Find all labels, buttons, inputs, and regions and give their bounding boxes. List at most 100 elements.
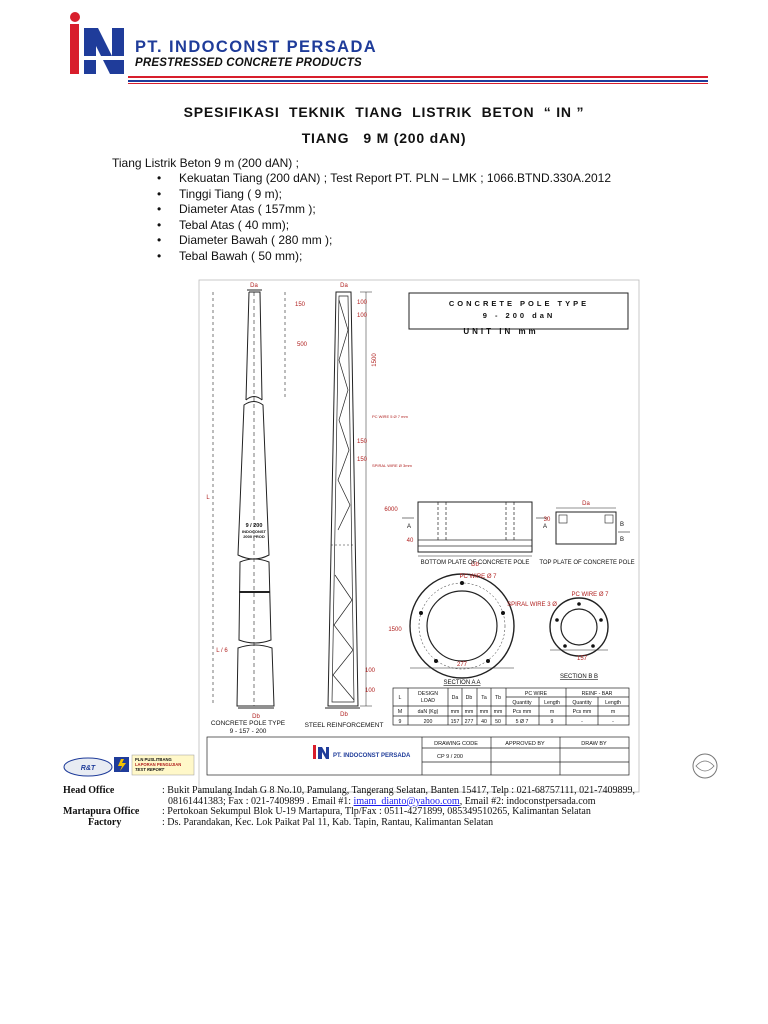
table-sub-len1: Length [544,700,560,706]
spiral-wire-note: SPIRAL WIRE Ø 3mm [372,463,413,468]
pole-elevation [212,289,286,709]
logo-bar-red [70,24,79,74]
title-block-logo-bar [313,745,316,759]
type-box-type: 9 - 200 daN [483,311,556,320]
steel-reinforcement [325,291,372,709]
table-h-l: L [399,695,402,701]
company-logo [70,12,124,74]
iso-seal [692,753,718,779]
document-subtitle: TIANG 9 M (200 dAN) [301,130,467,146]
table-h-reinf: REINF - BAR [582,691,613,697]
section-aa-outer [409,573,515,679]
type-box-unit: UNIT IN mm [463,327,538,336]
reinforcement-dim-1500b: 1500 [388,627,402,633]
table-h-db: Db [466,695,473,701]
report-box-line2: LAPORAN PENGUJIAN [135,762,181,767]
table-sub-qty2: Quantity [572,700,592,706]
spec-table-frame [392,687,630,726]
section-aa-wires [419,581,505,663]
reinforcement-dim-1500a: 1500 [372,353,378,367]
section-bb-dim-label: 157 [577,656,588,662]
table-unit-db: mm [465,709,474,715]
pole-middle-segment [237,401,270,560]
test-report-badge: R&T [63,754,195,777]
top-plate-bolt-left [558,514,568,524]
section-bb-wires [555,602,603,648]
pc-wire-dot [555,618,559,622]
footer-factory-label: Factory [88,817,122,828]
bottom-plate-caption: BOTTOM PLATE OF CONCRETE POLE [421,560,530,566]
section-marker-b-top: B [620,522,624,528]
table-h-da: Da [452,695,459,701]
table-cell-l: 9 [399,719,402,725]
section-bb-pc-label: PC WIRE Ø 7 [571,592,609,598]
top-plate-body [555,511,617,545]
table-unit-ta: mm [480,709,489,715]
spec-item-top-thickness: Tebal Atas ( 40 mm); [155,218,611,234]
table-unit-tb: mm [494,709,503,715]
company-tagline: PRESTRESSED CONCRETE PRODUCTS [135,57,362,69]
footer-martapura-address: : Pertokoan Sekumpul Blok U-19 Martapura… [162,806,591,817]
table-sub-len2: Length [605,700,621,706]
spec-item-bottom-diameter: Diameter Bawah ( 280 mm ); [155,233,611,249]
reinforcement-dim-100b: 100 [357,313,368,319]
pole-dim-500: 500 [297,342,308,348]
pole-top-segment [245,291,263,401]
reinforcement-dim-150b: 150 [357,457,368,463]
pole-break-top [245,396,263,401]
title-block-company: PT. INDOCONST PERSADA [333,753,411,759]
footer-contact-suffix: , Email #2: indoconstpersada.com [459,796,596,807]
table-unit-pcs2: Pcs mm [573,709,592,715]
section-aa-inner [426,590,498,662]
table-h-design: DESIGN [418,691,438,697]
bottom-plate-dim-40: 40 [407,538,414,544]
header-rule-red [128,76,708,78]
reinforcement-dim-100d: 100 [365,688,376,694]
reinforcement-dim-6000: 6000 [384,507,398,513]
pole-length-label: L [206,495,210,501]
spec-item-bottom-thickness: Tebal Bawah ( 50 mm); [155,249,611,265]
title-block-grid [206,736,630,776]
pole-da-label: Da [250,283,258,289]
title-block-frame [206,736,630,776]
section-marker-b-bottom: B [620,537,624,543]
table-unit-pcs1: Pcs mm [513,709,532,715]
reinforcement-dim-150a: 150 [357,439,368,445]
title-block-draw-by: DRAW BY [581,741,607,747]
section-marker-a-right: A [543,524,547,530]
pole-caption: CONCRETE POLE TYPE [211,720,286,727]
pole-mark-brand: INDOCONST [242,529,267,534]
title-block-code-value: CP 9 / 200 [437,754,463,760]
report-box-line3: TEST REPORT [135,767,165,772]
table-h-tb: Tb [495,695,501,701]
pln-bolt-icon [118,759,126,771]
table-unit-m1: m [550,709,554,715]
bottom-plate-body [417,501,533,553]
top-plate [555,507,630,545]
kan-badge-text: R&T [81,765,96,772]
pc-wire-dot [501,611,505,615]
pc-wire-dot [591,644,595,648]
bottom-plate-db-label: Db [471,562,479,568]
spiral-wire [332,299,355,701]
pole-lower-segment [238,558,272,644]
section-b-b [549,597,609,657]
footer-martapura-label: Martapura Office [63,806,140,817]
top-plate-bolt-right [604,514,614,524]
pole-mark-prod: 2000 PROD [243,534,265,539]
footer-email-link[interactable]: imam_dianto@yahoo.com [353,796,460,807]
spec-item-strength: Kekuatan Tiang (200 dAN) ; Test Report P… [155,171,611,187]
kan-badge [63,757,113,777]
company-name: PT. INDOCONST PERSADA [135,38,378,56]
pole-mark-type: 9 / 200 [246,523,263,529]
iso-seal-ring [692,753,718,779]
footer-head-office-contact: 08161441383; Fax : 021-7409899 . Email #… [168,796,596,807]
top-plate-dim-30: 30 [544,517,551,523]
spec-item-height: Tinggi Tiang ( 9 m); [155,187,611,203]
logo-stripe [84,56,124,60]
footer-factory-address: : Ds. Parandakan, Kec. Lok Paikat Pal 11… [162,817,494,828]
logo-letter-n [84,28,124,74]
section-a-a [409,573,515,679]
table-h-load: LOAD [421,698,435,704]
